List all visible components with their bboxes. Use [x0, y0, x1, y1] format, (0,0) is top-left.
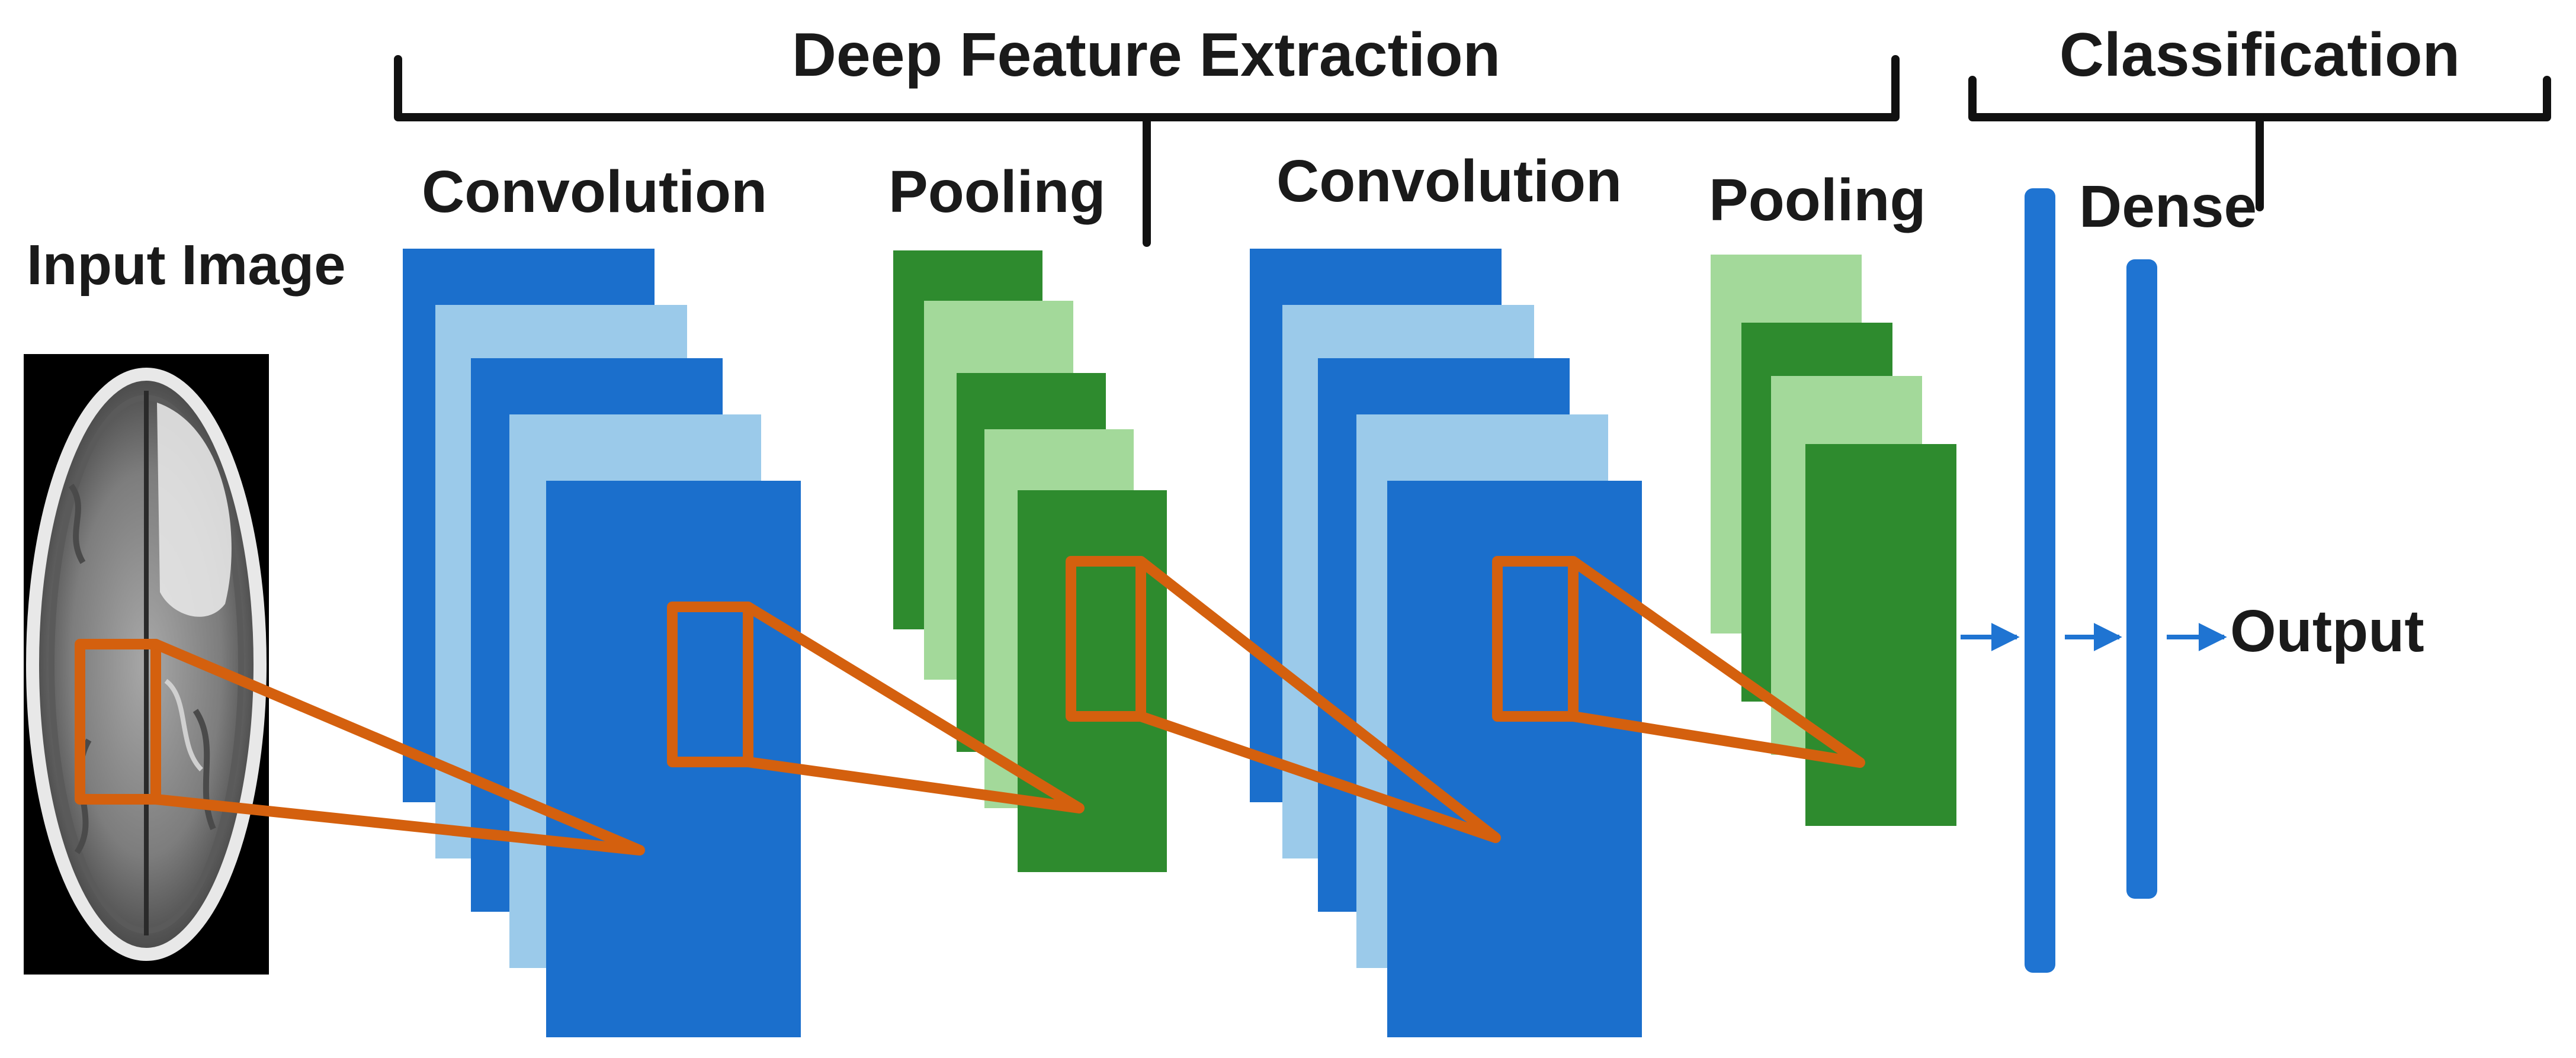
kernel-window-1	[75, 639, 161, 805]
classification-bracket	[1968, 76, 2551, 211]
convolution-stack-2	[1250, 249, 1642, 1037]
input-image-label: Input Image	[27, 233, 346, 297]
dense-layer-1	[2025, 188, 2055, 973]
dense-layer-2	[2126, 259, 2157, 899]
kernel-projection-4	[1570, 557, 1865, 768]
classification-label: Classification	[2059, 21, 2460, 89]
kernel-window-2	[667, 602, 753, 767]
input-image	[24, 354, 269, 975]
kernel-window-3	[1066, 556, 1146, 722]
kernel-projections	[75, 556, 1865, 856]
pooled-map	[1805, 444, 1956, 826]
convolution-label-2: Convolution	[1276, 148, 1622, 214]
pooling-label-2: Pooling	[1709, 167, 1926, 233]
pooling-label-1: Pooling	[888, 159, 1106, 225]
deep-feature-extraction-bracket	[394, 55, 1900, 247]
convolution-stack-1	[403, 249, 801, 1037]
deep-feature-extraction-label: Deep Feature Extraction	[792, 21, 1500, 89]
kernel-projection-3	[1137, 557, 1501, 843]
dense-label: Dense	[2079, 173, 2257, 240]
dense-layers	[2025, 188, 2157, 973]
convolution-label-1: Convolution	[422, 159, 767, 225]
kernel-projection-1	[153, 639, 645, 856]
output-label: Output	[2230, 598, 2424, 664]
kernel-projection-2	[745, 602, 1085, 813]
kernel-window-4	[1492, 556, 1579, 722]
